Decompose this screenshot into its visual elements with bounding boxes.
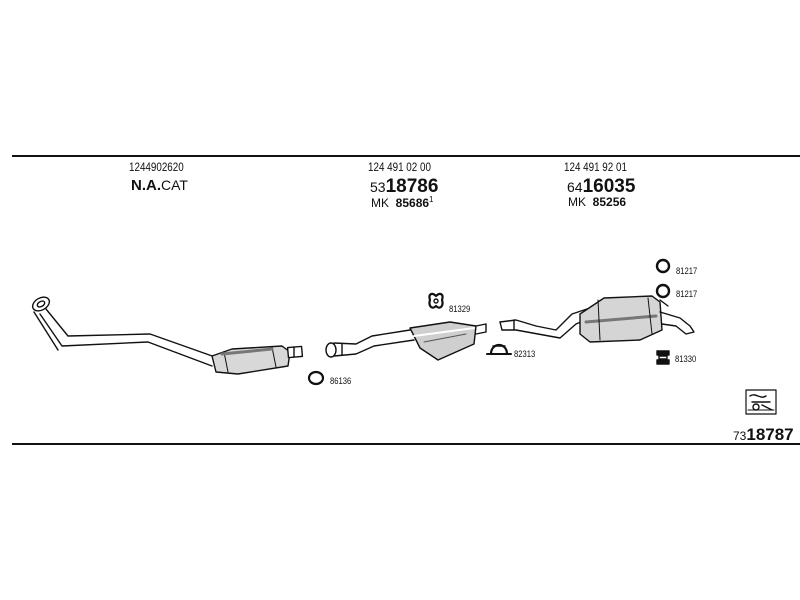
ref-prefix: 53 — [370, 179, 386, 195]
oem-number-rear-silencer: 124 491 92 01 — [564, 160, 627, 174]
kit-number-bold: 18787 — [746, 425, 794, 444]
mk-number-rear-silencer: MK 85256 — [568, 195, 626, 209]
mk-number: 85686 — [395, 196, 430, 210]
ref-bold: 16035 — [582, 176, 636, 197]
mk-prefix: MK — [371, 196, 389, 210]
part-number-gasket: 86136 — [330, 376, 352, 386]
part-number-stacked-mount: 81330 — [675, 354, 697, 364]
front-pipe-label-rest: CAT — [161, 177, 188, 193]
pipe-clamp-icon — [486, 343, 512, 356]
rear-silencer — [499, 295, 695, 343]
oem-number-front-pipe: 1244902620 — [129, 160, 184, 174]
mk-number: 85256 — [592, 195, 627, 209]
rubber-ring-icon — [655, 258, 671, 274]
part-number-clamp: 82313 — [514, 349, 536, 359]
mk-prefix: MK — [568, 195, 586, 209]
part-number-mount: 81329 — [449, 304, 471, 314]
top-divider — [12, 155, 800, 157]
front-pipe-label-bold: N.A. — [131, 177, 161, 194]
mk-number-center-silencer: MK 856861 — [371, 195, 434, 210]
part-number-ring-upper: 81217 — [676, 266, 698, 276]
mk-note: 1 — [429, 195, 434, 204]
rubber-ring-icon — [655, 283, 671, 299]
ref-prefix: 64 — [567, 179, 583, 195]
oem-number-center-silencer: 124 491 02 00 — [368, 160, 431, 174]
gasket-ring-icon — [307, 370, 325, 386]
center-silencer — [325, 321, 487, 361]
stacked-mount-icon — [656, 350, 670, 365]
ref-bold: 18786 — [385, 176, 439, 197]
ref-number-center-silencer: 5318786 — [370, 176, 438, 198]
kit-number: 7318787 — [733, 425, 794, 445]
front-pipe-label: N.A.CAT — [131, 177, 188, 194]
front-pipe-with-catalyst — [31, 296, 304, 375]
bottom-divider — [12, 443, 800, 445]
kit-box-icon — [745, 389, 777, 415]
part-number-ring-lower: 81217 — [676, 289, 698, 299]
kit-prefix: 73 — [733, 429, 747, 443]
rubber-mount-icon — [428, 292, 444, 309]
ref-number-rear-silencer: 6416035 — [567, 176, 635, 198]
